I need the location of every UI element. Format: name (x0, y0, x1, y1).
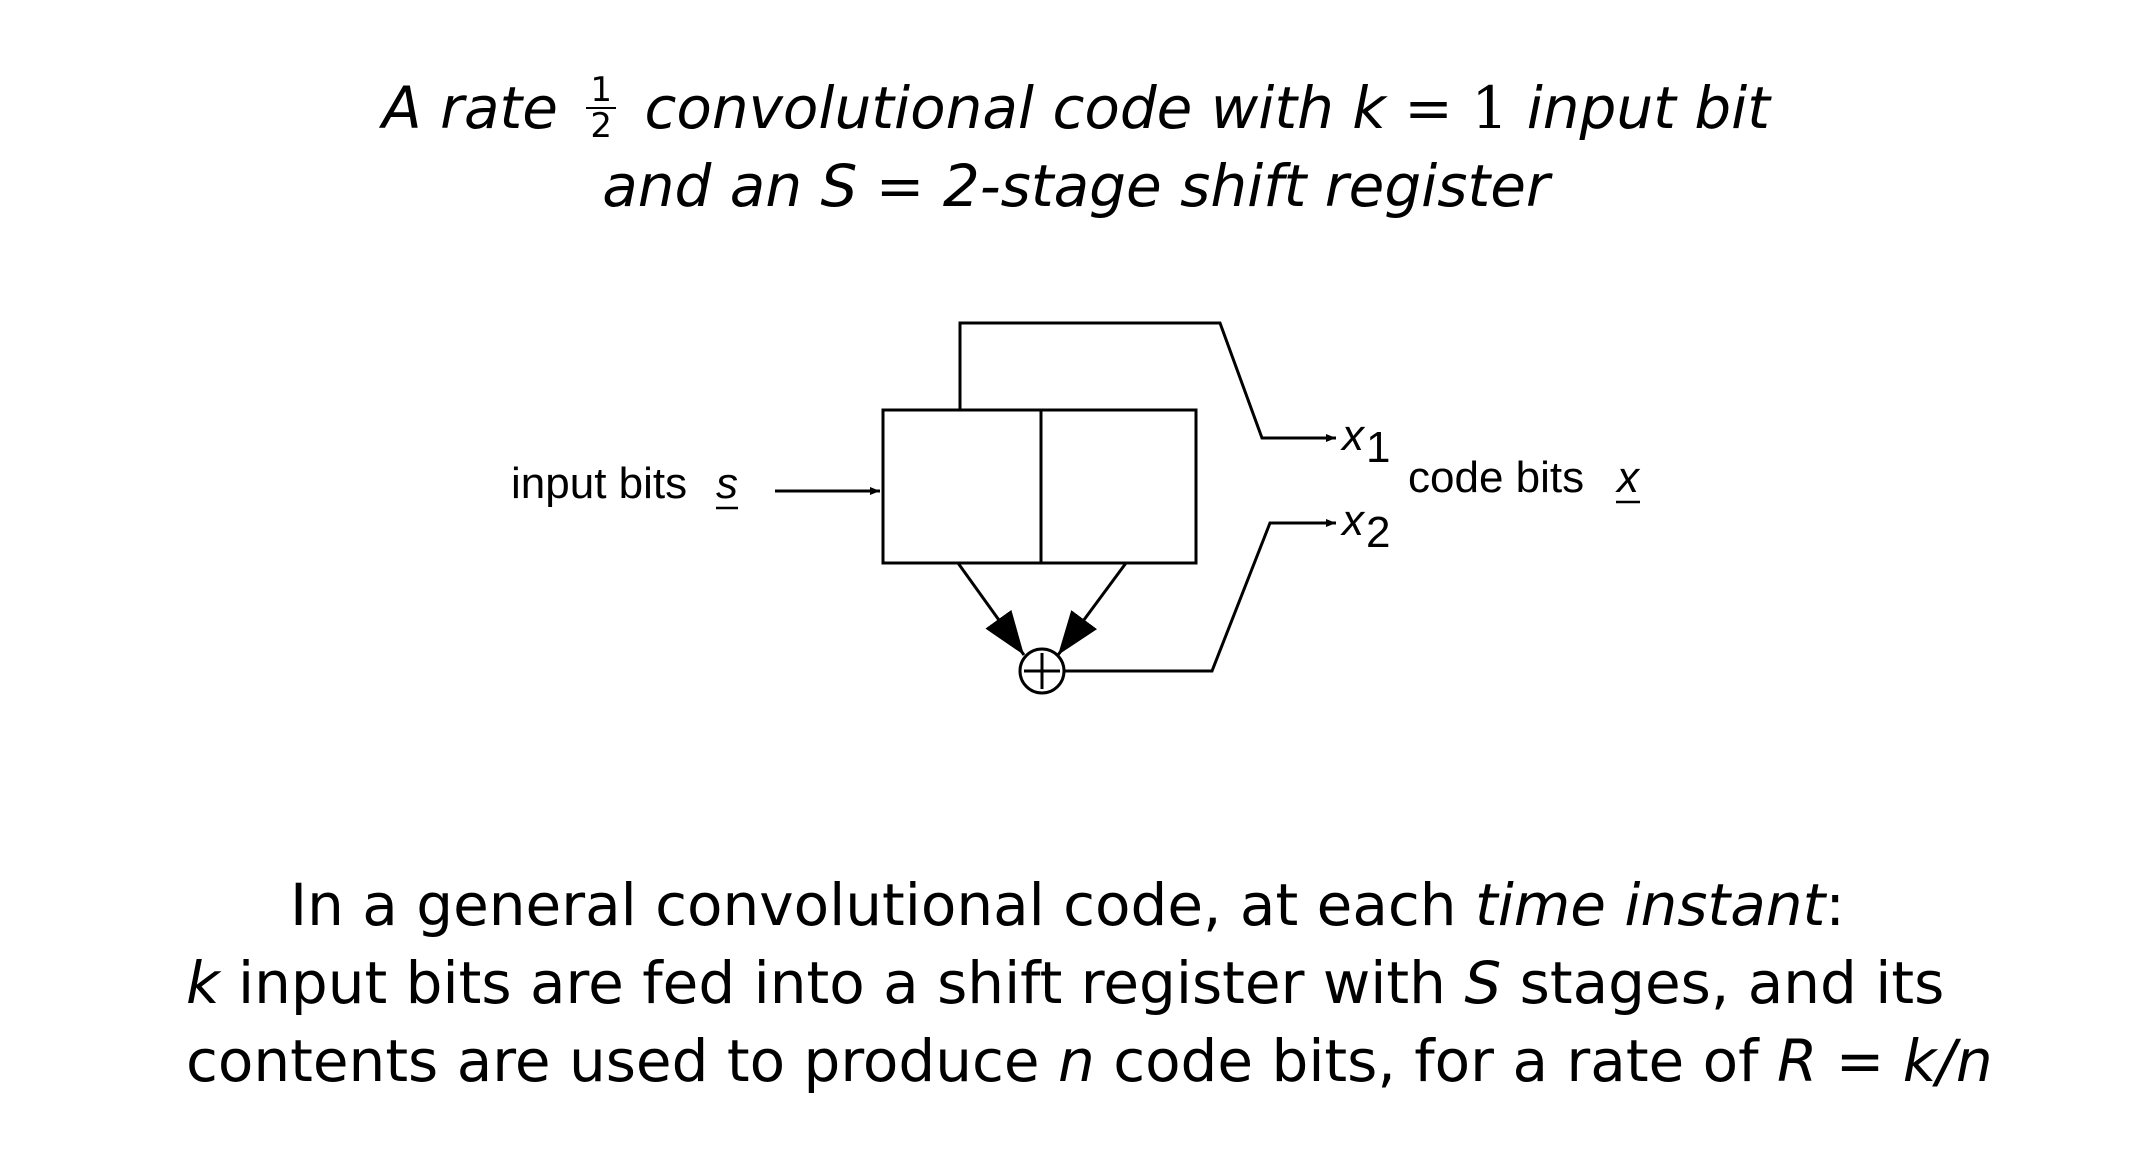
code-bits-label: code bits (1408, 453, 1584, 502)
title2-text-a: and an (602, 152, 803, 220)
x2-label: x (1340, 496, 1366, 545)
register-stage-1 (881, 408, 1043, 565)
output-var-x: x (1615, 453, 1641, 502)
para3-rate-formula: R = k/n (1777, 1027, 1993, 1095)
paragraph-line-1: In a general convolutional code, at each… (290, 866, 1845, 944)
input-bits-label: input bits (511, 459, 687, 508)
title2-var-s: S (820, 152, 858, 220)
tap-line-stage-1 (956, 562, 1026, 656)
para1-colon: : (1825, 871, 1845, 939)
para1-text-a: In a general convolutional code, at each (290, 871, 1457, 939)
title-line-2: and an S = 2-stage shift register (0, 148, 2152, 224)
title-number-one: 1 (1471, 74, 1509, 142)
para2-text-b: stages, and its (1519, 949, 1945, 1017)
paragraph-line-2: k input bits are fed into a shift regist… (186, 944, 1944, 1022)
x2-output-path (1064, 519, 1336, 673)
paragraph-line-3: contents are used to produce n code bits… (186, 1022, 1993, 1100)
register-stage-2 (1039, 408, 1198, 565)
title2-text-b: 2-stage shift register (942, 152, 1550, 220)
para1-time-instant: time instant (1474, 871, 1826, 939)
para2-text-a: input bits are fed into a shift register… (238, 949, 1446, 1017)
title-var-k: k (1352, 74, 1386, 142)
x1-subscript: 1 (1366, 423, 1390, 472)
fraction-denominator: 2 (590, 105, 613, 146)
title2-equals: = (875, 152, 925, 220)
title-text-a: A rate (382, 74, 558, 142)
title-text-c: input bit (1526, 74, 1770, 142)
input-var-s: s (716, 459, 738, 508)
title-equals-1: = (1404, 74, 1453, 142)
para3-text-b: code bits, for a rate of (1113, 1027, 1759, 1095)
para2-var-s: S (1464, 949, 1502, 1017)
para3-var-n: n (1057, 1027, 1095, 1095)
x2-subscript: 2 (1366, 508, 1390, 557)
xor-adder-icon (1018, 647, 1066, 695)
tap-line-stage-2 (1056, 562, 1128, 656)
title-text-b: convolutional code with (644, 74, 1334, 142)
para2-var-k: k (186, 949, 220, 1017)
para3-text-a: contents are used to produce (186, 1027, 1040, 1095)
fraction-numerator: 1 (586, 73, 617, 109)
x1-output-path (958, 321, 1336, 442)
x1-label: x (1340, 411, 1366, 460)
